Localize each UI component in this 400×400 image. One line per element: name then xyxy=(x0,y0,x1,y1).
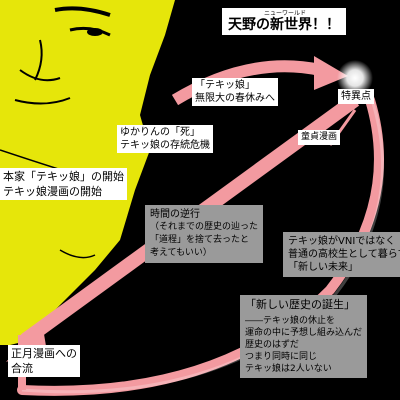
singularity-label: 特異点 xyxy=(338,89,374,104)
label-dojin: 童貞漫画 xyxy=(298,130,341,145)
label-spring-break: 「テキッ娘」 無限大の春休みへ xyxy=(192,78,278,106)
title-box: ニューワールド 天野の新世界！！ xyxy=(222,8,346,35)
label-time-reverse: 時間の逆行 （それまでの歴史の辿った 「道程」を捨て去ったと 考えてもいい） xyxy=(145,205,264,263)
label-vni: テキッ娘がVNIではなく 普通の高校生として暮らす 「新しい未来」 xyxy=(283,232,400,277)
label-new-history: 「新しい歴史の誕生」 ――テキッ娘の休止を 運命の中に予想し組み込んだ 歴史のは… xyxy=(240,295,368,378)
label-original-start: 本家「テキッ娘」の開始 テキッ娘漫画の開始 xyxy=(0,168,127,200)
title-ruby: ニューワールド xyxy=(263,10,306,17)
singularity-glow xyxy=(337,60,373,96)
label-yukarin-death: ゆかりんの「死」 テキッ娘の存続危機 xyxy=(117,125,213,153)
title-text: 天野の新世界！！ xyxy=(228,17,340,33)
label-shogatsu: 正月漫画への 合流 xyxy=(8,345,80,377)
